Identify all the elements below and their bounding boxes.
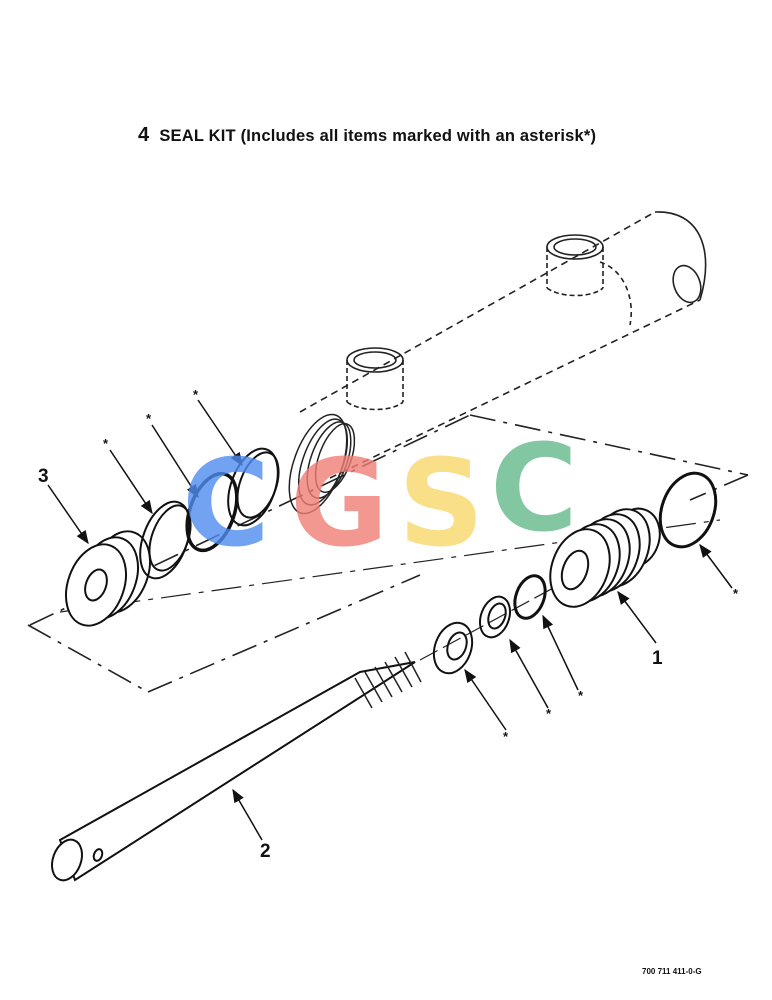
- watermark-letter-1: C: [182, 435, 270, 574]
- asterisk-mark: *: [146, 411, 152, 426]
- caption-text: SEAL KIT (Includes all items marked with…: [159, 127, 597, 145]
- callout-label-2: 2: [260, 841, 271, 862]
- asterisk-mark: *: [546, 706, 552, 721]
- rod-snap-ring: [513, 574, 547, 620]
- asterisk-mark: *: [503, 729, 509, 744]
- snap-ring-large: [658, 471, 718, 549]
- rod-seal-ring-1: [432, 621, 474, 675]
- caption-item-number: 4: [138, 124, 150, 146]
- barrel-port-near: [346, 347, 404, 411]
- piston-rod-part-2: [51, 661, 416, 882]
- watermark-logo: C G S C: [182, 420, 578, 574]
- center-axis: [59, 519, 721, 613]
- barrel-port-far: [546, 234, 604, 297]
- figure-caption: 4 SEAL KIT (Includes all items marked wit…: [138, 124, 596, 147]
- piston-part-3: [65, 530, 151, 627]
- callout-arrows: [47, 399, 733, 841]
- callout-label-1: 1: [652, 648, 663, 669]
- asterisk-mark: *: [578, 688, 584, 703]
- watermark-letter-3: S: [398, 435, 484, 574]
- asterisk-mark: *: [193, 387, 199, 402]
- rod-thread: [354, 651, 422, 709]
- seal-ring-c: [227, 447, 280, 527]
- barrel-thread: [288, 413, 356, 515]
- callout-label-3: 3: [38, 466, 49, 487]
- asterisk-mark: *: [733, 586, 739, 601]
- asterisk-mark: *: [103, 436, 109, 451]
- watermark-letter-2: G: [290, 435, 389, 574]
- gland-part-1: [549, 507, 661, 608]
- rod-seal-ring-2: [479, 595, 511, 639]
- watermark-letter-4: C: [490, 420, 578, 559]
- seal-ring-a: [139, 500, 192, 580]
- reference-code: 700 711 411-0-G: [642, 967, 702, 976]
